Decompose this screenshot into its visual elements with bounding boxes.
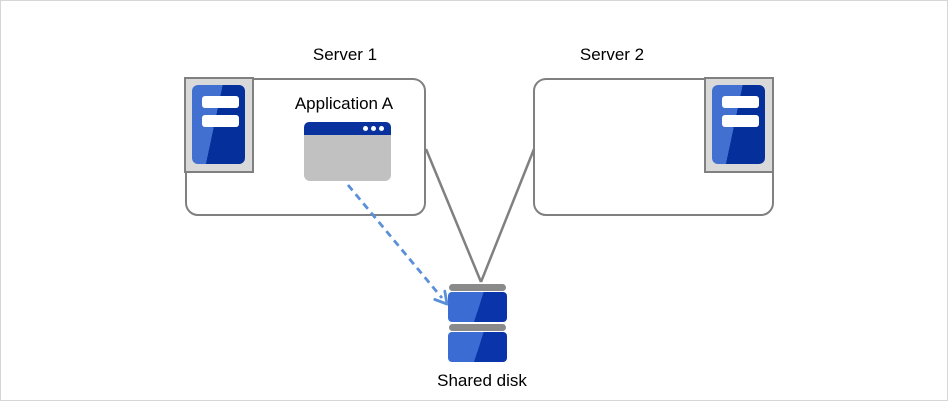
- server-tower: [192, 85, 245, 164]
- dashed-arrow-head-icon: [433, 289, 449, 306]
- server-drive-slot: [202, 115, 239, 127]
- shared-disk-icon: [448, 284, 507, 362]
- connector-server1-to-disk: [424, 148, 483, 283]
- server1-label: Server 1: [312, 45, 378, 64]
- server-drive-slot: [722, 115, 759, 127]
- server2-label: Server 2: [579, 45, 645, 64]
- shared-disk-label: Shared disk: [437, 371, 527, 390]
- window-dot-icon: [371, 126, 376, 131]
- window-dot-icon: [363, 126, 368, 131]
- server-drive-slot: [202, 96, 239, 108]
- disk-platter: [448, 332, 507, 362]
- window-dot-icon: [379, 126, 384, 131]
- server2-tower-icon: [704, 77, 774, 173]
- server1-tower-icon: [184, 77, 254, 173]
- disk-cap: [449, 324, 506, 331]
- app-window-titlebar: [304, 122, 391, 135]
- disk-platter: [448, 292, 507, 322]
- connector-server2-to-disk: [479, 148, 536, 283]
- app-window-icon: [304, 122, 391, 181]
- app-window-body: [304, 135, 391, 181]
- server-tower: [712, 85, 765, 164]
- application-label: Application A: [294, 94, 394, 113]
- disk-cap: [449, 284, 506, 291]
- server-drive-slot: [722, 96, 759, 108]
